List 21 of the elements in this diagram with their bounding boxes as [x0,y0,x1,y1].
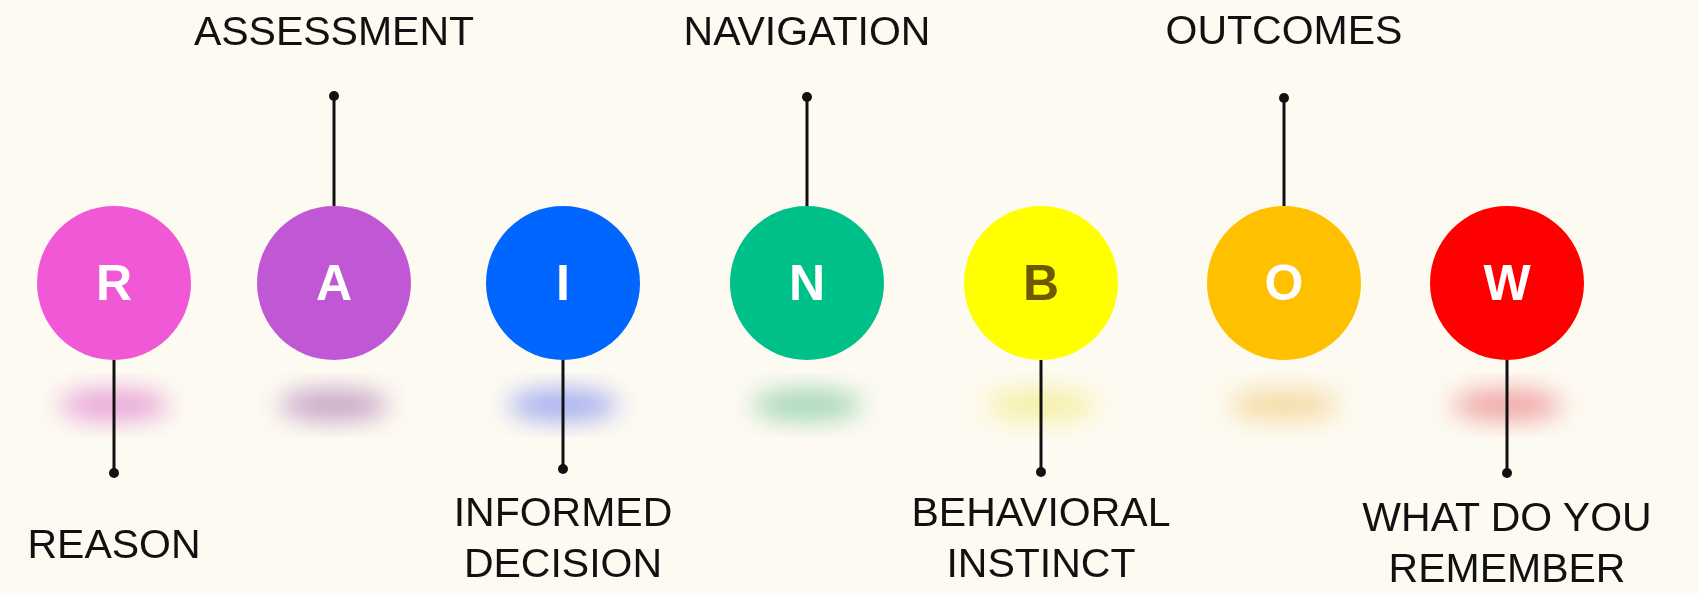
term-label: REASON [0,518,244,570]
circle-letter: N [788,258,826,308]
leader-line [1502,360,1512,478]
leader-line [1279,93,1289,206]
term-label: OUTCOMES [1124,4,1444,56]
circle-letter: W [1483,258,1531,308]
circle-letter: I [556,258,570,308]
term-label: NAVIGATION [637,5,977,57]
circle-letter: B [1022,258,1060,308]
leader-line [1036,360,1046,477]
circle-letter: R [95,258,133,308]
leader-line [329,91,339,206]
term-label: ASSESSMENT [154,5,514,57]
circle-letter: O [1264,258,1304,308]
circle-letter: A [315,258,353,308]
leader-line [558,360,568,474]
term-label: BEHAVIORAL INSTINCT [871,487,1211,589]
term-label: WHAT DO YOU REMEMBER [1317,492,1697,593]
term-label: INFORMED DECISION [413,487,713,589]
leader-line [802,92,812,206]
leader-line [109,360,119,478]
